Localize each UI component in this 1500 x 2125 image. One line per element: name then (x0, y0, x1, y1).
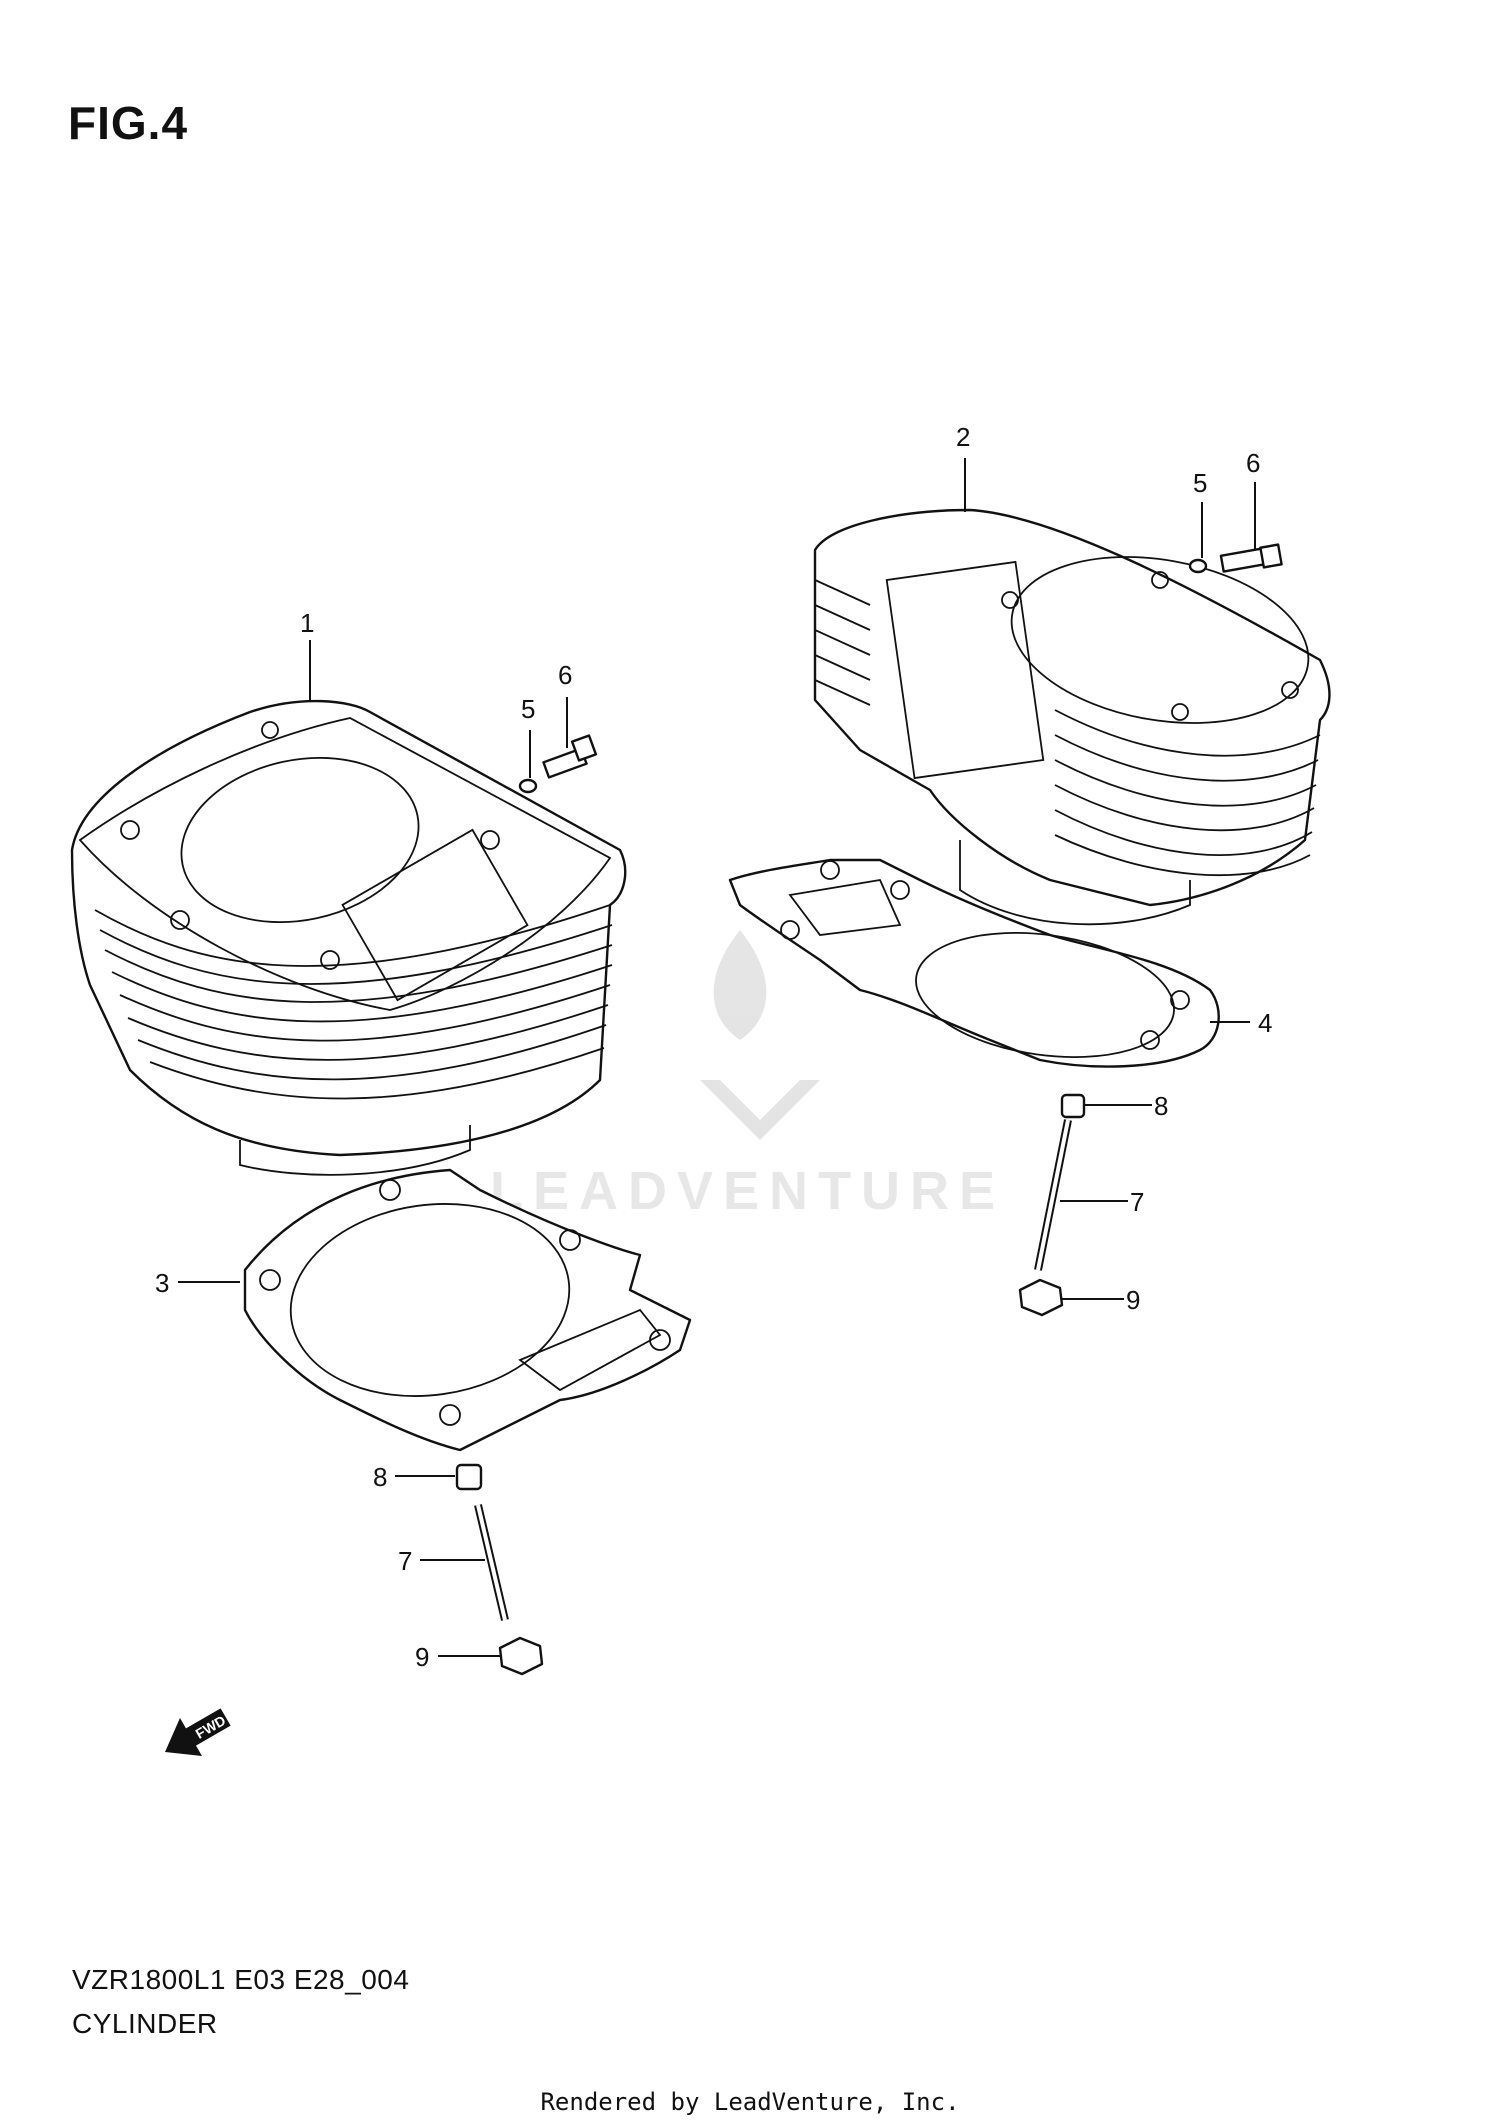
union-bolt-rear[interactable] (1219, 543, 1283, 573)
watermark: LEADVENTURE (490, 1161, 1006, 1221)
callout-5-front: 5 (521, 694, 535, 724)
washer-front[interactable] (518, 778, 538, 794)
callout-1: 1 (300, 608, 314, 638)
callout-6-front: 6 (558, 660, 572, 690)
cylinder-rear[interactable] (813, 508, 1331, 926)
dowel-pin-rear[interactable] (1060, 1093, 1086, 1119)
callout-7-front: 7 (398, 1546, 412, 1576)
nut-rear[interactable] (1018, 1278, 1064, 1317)
render-credit: Rendered by LeadVenture, Inc. (540, 2088, 960, 2116)
callout-9-front: 9 (415, 1642, 429, 1672)
callout-6-rear: 6 (1246, 448, 1260, 478)
callout-8-rear: 8 (1154, 1091, 1168, 1121)
leader-lines (178, 458, 1256, 1657)
cylinder-front[interactable] (70, 699, 627, 1176)
fwd-arrow-icon: FWD (165, 1708, 231, 1757)
washer-rear[interactable] (1188, 558, 1208, 574)
callout-3: 3 (155, 1268, 169, 1298)
model-code: VZR1800L1 E03 E28_004 (72, 1964, 410, 1995)
callout-5-rear: 5 (1193, 468, 1207, 498)
callout-9-rear: 9 (1126, 1285, 1140, 1315)
gasket-front-base[interactable] (243, 1168, 692, 1452)
stud-bolt-rear[interactable] (1034, 1119, 1072, 1271)
dowel-pin-front[interactable] (455, 1463, 483, 1491)
callout-2: 2 (956, 422, 970, 452)
figure-title: FIG.4 (68, 97, 189, 149)
callout-4: 4 (1258, 1008, 1272, 1038)
nut-front[interactable] (498, 1636, 544, 1676)
section-name: CYLINDER (72, 2008, 218, 2039)
callout-8-front: 8 (373, 1462, 387, 1492)
stud-bolt-front[interactable] (474, 1504, 509, 1621)
union-bolt-front[interactable] (542, 734, 598, 779)
gasket-rear-base[interactable] (728, 858, 1220, 1073)
callout-7-rear: 7 (1130, 1187, 1144, 1217)
watermark-logo (700, 930, 820, 1140)
